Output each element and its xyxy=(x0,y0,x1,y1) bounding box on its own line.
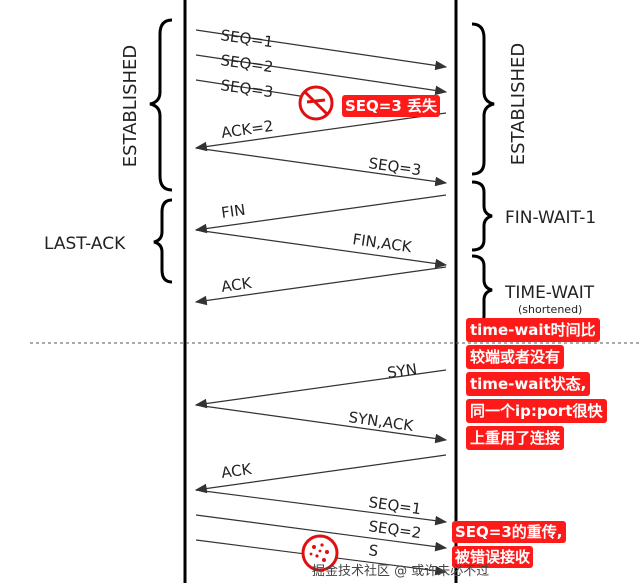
left-last-ack-brace xyxy=(153,198,173,284)
label-ack-new: ACK xyxy=(220,460,254,482)
time-wait-note-line: 上重用了连接 xyxy=(466,426,565,450)
right-fin-wait-label: FIN-WAIT-1 xyxy=(505,208,596,228)
lost-annotation: SEQ=3 丢失 xyxy=(342,95,441,117)
arrow-seq3-lost xyxy=(195,79,301,97)
arrow-seq1 xyxy=(195,29,448,71)
right-time-wait-label: TIME-WAIT xyxy=(504,283,595,303)
watermark: 掘金技术社区 @ 或许未必不过 xyxy=(312,564,490,579)
label-ack: ACK xyxy=(220,274,254,296)
arrow-ack2 xyxy=(194,112,447,152)
left-last-ack-label: LAST-ACK xyxy=(44,234,126,254)
time-wait-note-line: time-wait状态, xyxy=(466,372,591,396)
arrow-seq1-new xyxy=(195,489,448,526)
arrow-ack-new xyxy=(194,454,447,494)
scatter-error-icon xyxy=(301,534,339,572)
right-established-brace xyxy=(471,22,495,176)
right-established-label: ESTABLISHED xyxy=(508,43,529,166)
left-established-brace xyxy=(149,18,173,192)
label-seq3-new-partial: S xyxy=(367,541,379,560)
label-seq1: SEQ=1 xyxy=(219,26,274,51)
arrow-seq2 xyxy=(195,54,448,96)
label-syn: SYN xyxy=(386,360,418,382)
left-established-label: ESTABLISHED xyxy=(120,45,141,168)
retx-annotation-line-2: 被错误接收 xyxy=(452,546,534,568)
time-wait-note-line: 较端或者没有 xyxy=(466,345,565,369)
arrow-fin-ack xyxy=(195,229,448,269)
arrow-fin xyxy=(194,194,447,234)
time-wait-annotation: time-wait时间比 较端或者没有 time-wait状态, 同一个ip:p… xyxy=(466,318,626,453)
prohibited-icon xyxy=(298,85,334,121)
time-wait-note-line: time-wait时间比 xyxy=(466,318,600,342)
arrow-syn xyxy=(194,369,447,409)
arrow-seq3-retx xyxy=(195,147,448,187)
label-fin-ack: FIN,ACK xyxy=(351,230,413,256)
retx-annotation-line-1: SEQ=3的重传, xyxy=(452,521,566,543)
right-time-wait-sublabel: (shortened) xyxy=(518,303,582,316)
label-seq3: SEQ=3 xyxy=(219,76,274,101)
label-fin: FIN xyxy=(220,201,247,222)
arrow-ack xyxy=(194,266,447,306)
time-wait-note-line: 同一个ip:port很快 xyxy=(466,399,607,423)
label-seq1-new: SEQ=1 xyxy=(367,493,422,518)
arrow-seq2-new xyxy=(195,514,448,552)
label-seq2: SEQ=2 xyxy=(219,51,274,76)
right-time-wait-brace xyxy=(471,254,493,328)
label-seq3-retx: SEQ=3 xyxy=(367,154,422,179)
right-fin-wait-brace xyxy=(471,180,493,252)
arrow-syn-ack xyxy=(195,404,448,444)
